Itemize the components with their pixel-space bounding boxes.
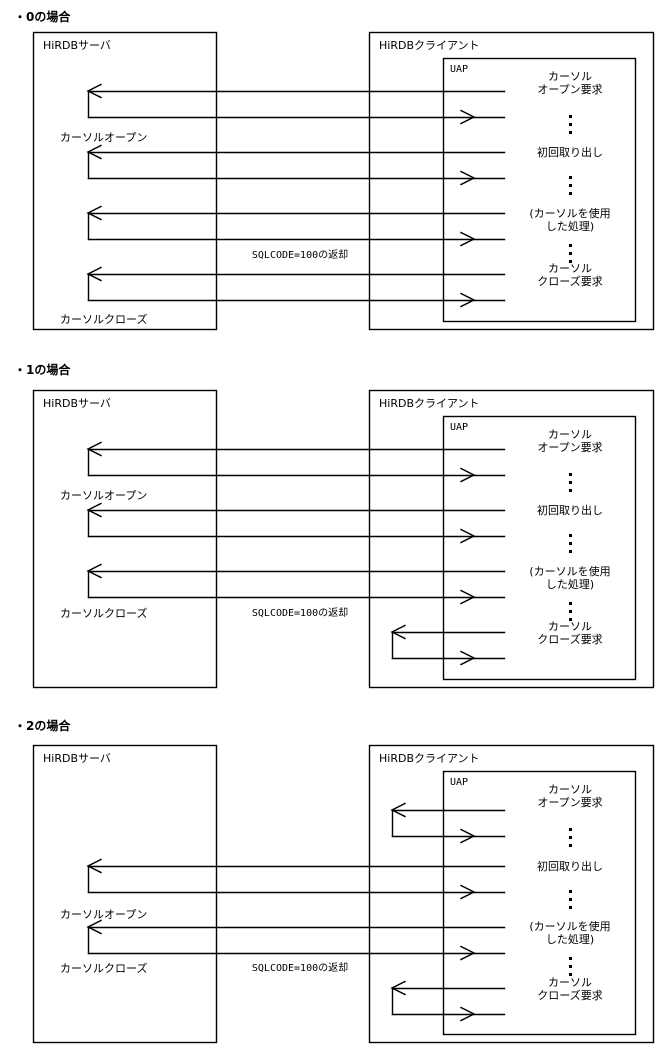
row-2-arrowhead-right-icon-case-1 [460, 589, 476, 605]
ellipsis-dots-1-case-0 [569, 176, 572, 200]
uap-step-label-line1: カーソル [548, 70, 592, 83]
uap-step-label-line2: した処理) [545, 578, 595, 591]
ellipsis-dots-0-case-1 [569, 473, 572, 497]
uap-step-label-line2: クローズ要求 [537, 633, 603, 646]
uap-box-label-case-1: UAP [450, 422, 469, 433]
client-box-label-case-0: HiRDBクライアント [379, 39, 480, 52]
uap-step-label-line1: カーソル [547, 620, 592, 633]
uap-step-label-line2: オープン要求 [537, 441, 603, 454]
uap-box-case-2 [442, 770, 637, 1036]
ellipsis-dots-1-case-1 [569, 534, 572, 558]
section-title-case-2: ・2の場合 [14, 719, 71, 733]
server-box-label-case-2: HiRDBサーバ [43, 752, 111, 765]
uap-step-label-0-case-2: カーソルオープン要求 [537, 783, 602, 809]
section-title-case-1: ・1の場合 [14, 363, 71, 377]
section-title-case-0: ・0の場合 [14, 10, 71, 24]
cursor-close-label-case-2: カーソルクローズ [60, 962, 148, 975]
ellipsis-dots-0-case-0 [569, 115, 572, 139]
uap-step-label-line1: (カーソルを使用 [529, 207, 611, 220]
client-box-case-2 [368, 744, 655, 1044]
uap-step-label-0-case-0: カーソルオープン要求 [537, 70, 602, 96]
uap-step-label-line1: 初回取り出し [537, 860, 603, 873]
uap-step-label-line2: クローズ要求 [537, 989, 603, 1002]
row-1-arrowhead-right-icon-case-2 [460, 884, 476, 900]
client-box-label-case-2: HiRDBクライアント [379, 752, 480, 765]
sqlcode-label-case-1: SQLCODE=100の返却 [251, 608, 349, 619]
sqlcode-label-case-0: SQLCODE=100の返却 [251, 250, 349, 261]
uap-step-label-line1: カーソル [548, 783, 592, 796]
row-1-arrowhead-right-icon-case-0 [460, 170, 476, 186]
ellipsis-dots-2-case-1 [569, 602, 572, 626]
sqlcode-label-case-2: SQLCODE=100の返却 [251, 963, 349, 974]
cursor-close-label-case-1: カーソルクローズ [60, 607, 148, 620]
ellipsis-dots-2-case-0 [569, 244, 572, 268]
uap-step-label-line1: (カーソルを使用 [529, 920, 611, 933]
uap-box-label-case-0: UAP [450, 64, 469, 75]
uap-step-label-1-case-2: 初回取り出し [537, 860, 603, 873]
uap-step-label-1-case-1: 初回取り出し [537, 504, 603, 517]
cursor-open-label-case-2: カーソルオープン [60, 908, 148, 921]
cursor-open-label-case-1: カーソルオープン [60, 489, 148, 502]
uap-step-label-line1: (カーソルを使用 [529, 565, 611, 578]
uap-step-label-line1: 初回取り出し [537, 146, 603, 159]
server-box-case-2 [32, 744, 218, 1044]
row-0-arrowhead-right-icon-case-1 [460, 467, 476, 483]
row-1-arrowhead-right-icon-case-1 [460, 528, 476, 544]
uap-step-label-line2: オープン要求 [537, 83, 603, 96]
row-2-arrowhead-right-icon-case-0 [460, 231, 476, 247]
ellipsis-dots-2-case-2 [569, 957, 572, 981]
uap-step-label-line1: カーソル [548, 428, 592, 441]
uap-step-label-3-case-0: カーソルクローズ要求 [537, 262, 602, 288]
row-3-arrowhead-right-icon-case-2 [460, 1006, 476, 1022]
uap-box-label-case-2: UAP [450, 777, 469, 788]
uap-step-label-line1: カーソル [547, 262, 592, 275]
cursor-close-label-case-0: カーソルクローズ [60, 313, 148, 326]
server-box-case-0 [32, 31, 218, 331]
server-box-label-case-0: HiRDBサーバ [43, 39, 111, 52]
uap-step-label-0-case-1: カーソルオープン要求 [537, 428, 602, 454]
uap-box-case-0 [442, 57, 637, 323]
uap-step-label-3-case-1: カーソルクローズ要求 [537, 620, 602, 646]
server-box-label-case-1: HiRDBサーバ [43, 397, 111, 410]
cursor-open-label-case-0: カーソルオープン [60, 131, 148, 144]
ellipsis-dots-1-case-2 [569, 890, 572, 914]
server-box-case-1 [32, 389, 218, 689]
uap-box-case-1 [442, 415, 637, 681]
uap-step-label-1-case-0: 初回取り出し [537, 146, 603, 159]
uap-step-label-line1: 初回取り出し [537, 504, 603, 517]
client-box-case-0 [368, 31, 655, 331]
uap-step-label-2-case-2: (カーソルを使用した処理) [529, 920, 610, 946]
uap-step-label-line2: した処理) [545, 220, 595, 233]
row-0-arrowhead-right-icon-case-0 [460, 109, 476, 125]
uap-step-label-line2: オープン要求 [537, 796, 603, 809]
row-0-arrowhead-right-icon-case-2 [460, 828, 476, 844]
row-3-arrowhead-right-icon-case-0 [460, 292, 476, 308]
client-box-case-1 [368, 389, 655, 689]
uap-step-label-2-case-1: (カーソルを使用した処理) [529, 565, 610, 591]
uap-step-label-3-case-2: カーソルクローズ要求 [537, 976, 602, 1002]
row-3-arrowhead-right-icon-case-1 [460, 650, 476, 666]
row-2-arrowhead-right-icon-case-2 [460, 945, 476, 961]
uap-step-label-line2: した処理) [545, 933, 595, 946]
uap-step-label-line2: クローズ要求 [537, 275, 603, 288]
client-box-label-case-1: HiRDBクライアント [379, 397, 480, 410]
uap-step-label-line1: カーソル [547, 976, 592, 989]
uap-step-label-2-case-0: (カーソルを使用した処理) [529, 207, 610, 233]
ellipsis-dots-0-case-2 [569, 828, 572, 852]
